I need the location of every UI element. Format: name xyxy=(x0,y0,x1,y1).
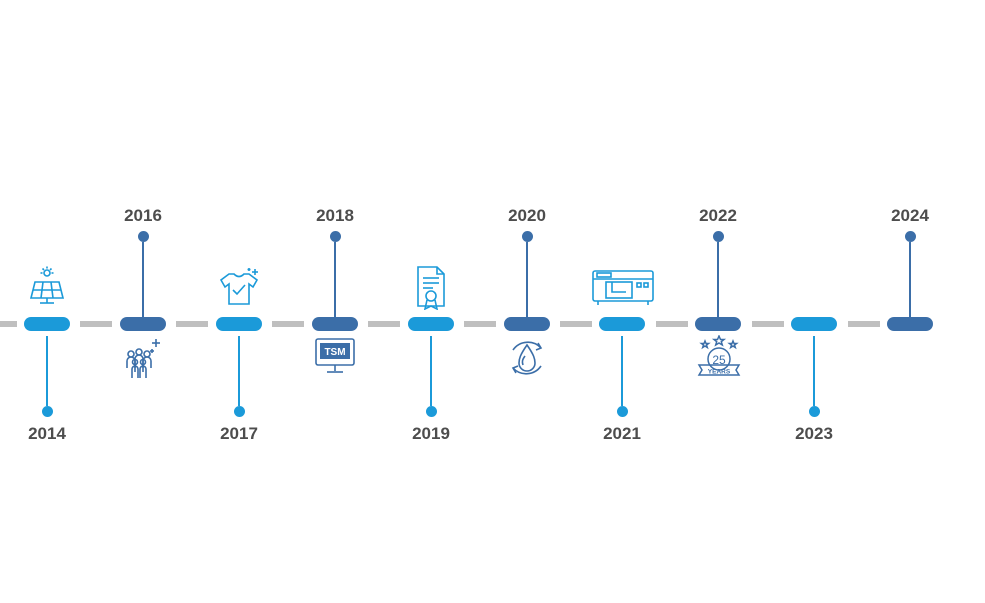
water-drop-cycle-icon xyxy=(511,341,543,375)
tsm-monitor-icon: TSM xyxy=(315,338,355,373)
milestone-stem-2014 xyxy=(46,336,48,406)
milestone-stem-2024 xyxy=(909,242,911,317)
milestone-year-2024: 2024 xyxy=(891,206,929,225)
milestone-pill-2017 xyxy=(216,317,262,331)
track-segment xyxy=(656,321,688,327)
milestone-stem-2023 xyxy=(813,336,815,406)
people-group-icon xyxy=(126,339,160,378)
track-segment xyxy=(176,321,208,327)
milestone-dot-2024 xyxy=(904,231,916,242)
track-segment xyxy=(464,321,496,327)
milestone-stem-2019 xyxy=(430,336,432,406)
milestone-year-2018: 2018 xyxy=(316,206,354,225)
tshirt-icon xyxy=(219,268,259,305)
milestone-dot-2017 xyxy=(233,406,245,417)
track-segment xyxy=(368,321,400,327)
milestone-pill-2018 xyxy=(312,317,358,331)
track-segment xyxy=(272,321,304,327)
milestone-pill-2014 xyxy=(24,317,70,331)
milestone-year-2022: 2022 xyxy=(699,206,737,225)
milestone-pill-2024 xyxy=(887,317,933,331)
printer-icon xyxy=(592,270,654,305)
milestone-pill-2023 xyxy=(791,317,837,331)
timeline-track xyxy=(0,321,985,327)
track-segment xyxy=(752,321,784,327)
milestone-pill-2022 xyxy=(695,317,741,331)
milestone-year-2016: 2016 xyxy=(124,206,162,225)
milestone-pill-2020 xyxy=(504,317,550,331)
track-segment xyxy=(0,321,17,327)
milestone-stem-2020 xyxy=(526,242,528,317)
tsm-label: TSM xyxy=(324,347,345,358)
milestone-year-2017: 2017 xyxy=(220,424,258,443)
milestone-dot-2022 xyxy=(712,231,724,242)
milestone-dot-2016 xyxy=(137,231,149,242)
milestone-year-2020: 2020 xyxy=(508,206,546,225)
anniversary-badge-icon: 25 YEARS xyxy=(697,335,741,376)
milestone-year-2021: 2021 xyxy=(603,424,641,443)
milestone-dot-2020 xyxy=(521,231,533,242)
milestone-year-2023: 2023 xyxy=(795,424,833,443)
milestone-year-2019: 2019 xyxy=(412,424,450,443)
milestone-stem-2021 xyxy=(621,336,623,406)
milestone-stem-2017 xyxy=(238,336,240,406)
milestone-dot-2014 xyxy=(41,406,53,417)
milestone-dot-2019 xyxy=(425,406,437,417)
milestone-pill-2019 xyxy=(408,317,454,331)
certificate-icon xyxy=(417,266,445,310)
track-segment xyxy=(80,321,112,327)
milestone-pill-2021 xyxy=(599,317,645,331)
milestone-year-2014: 2014 xyxy=(28,424,66,443)
milestone-dot-2021 xyxy=(616,406,628,417)
milestone-dot-2023 xyxy=(808,406,820,417)
anniversary-years-label: YEARS xyxy=(708,369,731,376)
milestone-stem-2016 xyxy=(142,242,144,317)
milestone-stem-2022 xyxy=(717,242,719,317)
anniversary-number: 25 xyxy=(712,353,726,367)
solar-panel-icon xyxy=(29,266,65,304)
track-segment xyxy=(560,321,592,327)
milestone-pill-2016 xyxy=(120,317,166,331)
track-segment xyxy=(848,321,880,327)
milestone-stem-2018 xyxy=(334,242,336,317)
milestone-dot-2018 xyxy=(329,231,341,242)
